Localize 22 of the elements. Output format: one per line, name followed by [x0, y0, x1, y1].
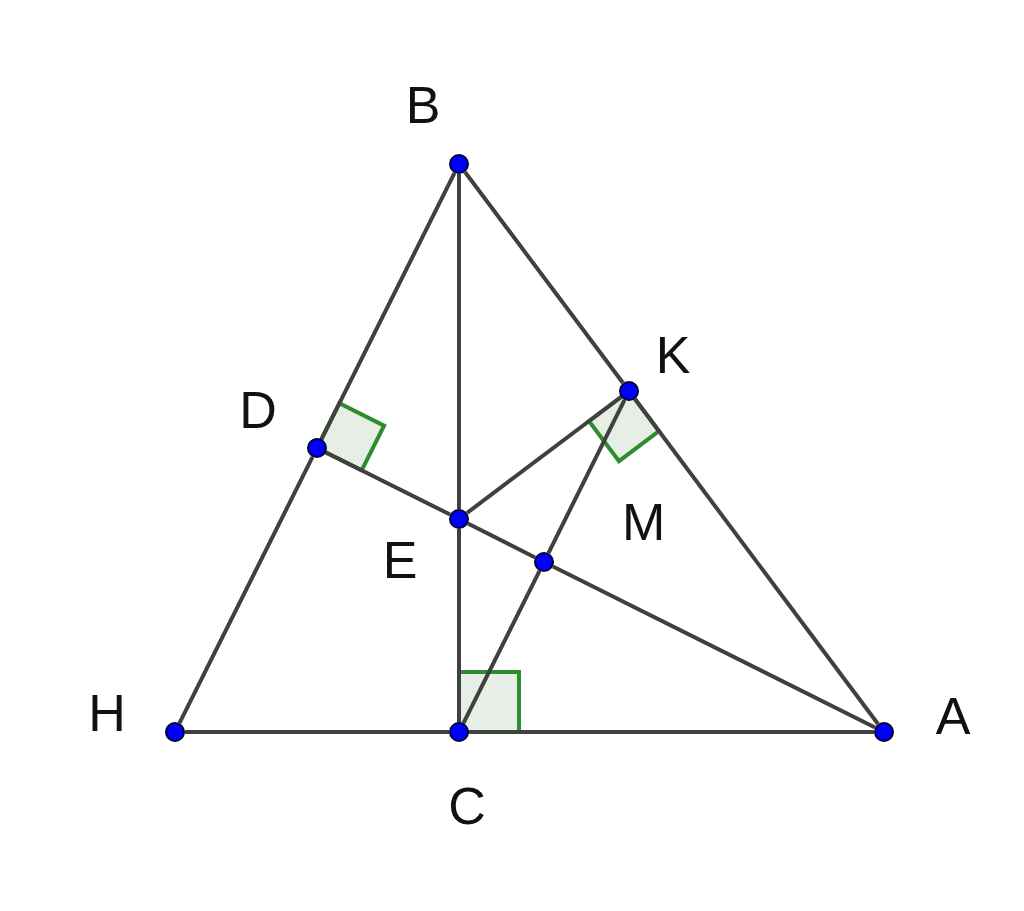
line-segment [469, 730, 874, 734]
line-segment [457, 174, 461, 509]
line-segment [177, 456, 315, 724]
line-segment [185, 730, 449, 734]
line-segment [467, 521, 536, 560]
line-segment [546, 399, 627, 554]
line-segment [633, 397, 880, 726]
line-segment [457, 529, 461, 722]
line-segment [552, 564, 876, 730]
line-segment [465, 395, 623, 515]
point-label: C [447, 778, 487, 834]
line-segment [319, 172, 457, 440]
point-label: A [934, 688, 972, 744]
line-segment [325, 450, 451, 517]
point-label: B [404, 77, 442, 133]
point-label: K [654, 327, 692, 383]
point-label: E [381, 532, 419, 588]
point-label: D [238, 382, 278, 438]
line-segment [461, 570, 542, 724]
point-label: M [622, 494, 666, 550]
point-label: H [87, 685, 127, 741]
line-segment [463, 170, 625, 385]
